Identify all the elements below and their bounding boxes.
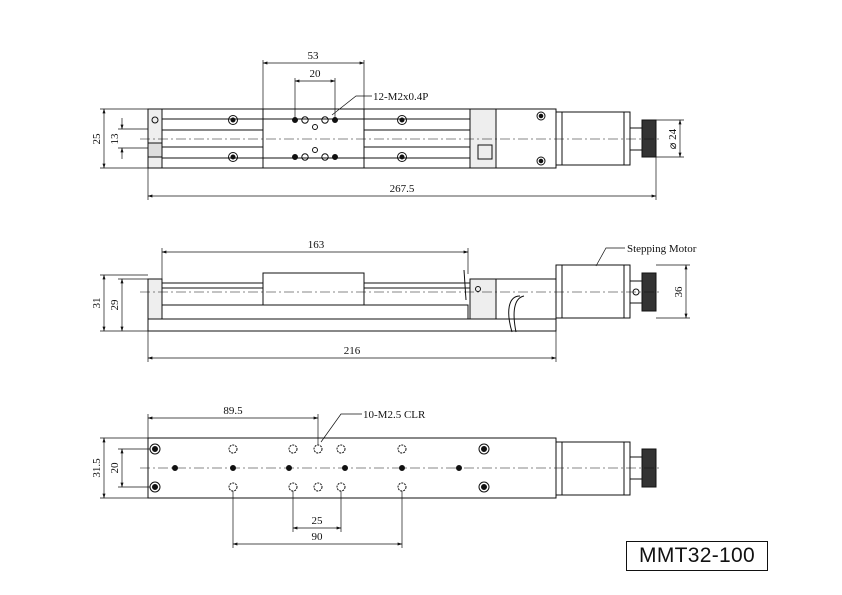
dim-top-height-outer: 25 [91, 133, 103, 145]
callout-bottom-holes: 10-M2.5 CLR [363, 409, 426, 421]
dim-side-motor-height: 36 [673, 286, 685, 298]
dim-top-carriage-width: 53 [308, 50, 320, 62]
callout-stepping-motor: Stepping Motor [627, 243, 697, 255]
dim-bottom-offset: 89.5 [223, 405, 243, 417]
model-number: MMT32-100 [639, 544, 755, 567]
callout-top-holes: 12-M2x0.4P [373, 91, 428, 103]
top-motor-mount [495, 108, 557, 169]
dim-side-base-length: 216 [344, 345, 361, 357]
top-view [140, 108, 660, 169]
dim-side-height-inner: 29 [109, 299, 121, 311]
top-motor [555, 111, 631, 166]
bottom-dim-labels: 89.5 10-M2.5 CLR 31.5 20 25 90 [91, 405, 426, 543]
side-view [140, 264, 660, 333]
bottom-view [140, 437, 660, 499]
top-left-endblock [147, 108, 163, 169]
bottom-holes [149, 443, 490, 493]
top-knob [641, 119, 657, 158]
dim-top-height-inner: 13 [109, 133, 121, 145]
top-screws [151, 111, 546, 166]
dim-bottom-pitch-large: 90 [312, 531, 324, 543]
dim-top-total-length: 267.5 [390, 183, 415, 195]
dim-bottom-height-inner: 20 [109, 462, 121, 474]
model-number-box: MMT32-100 [626, 541, 768, 571]
side-base [147, 318, 557, 332]
side-right-endblock [469, 278, 497, 320]
bottom-dimensions [100, 413, 403, 548]
dim-bottom-pitch-small: 25 [312, 515, 324, 527]
side-dimensions [100, 247, 690, 362]
side-dim-labels: 163 31 29 216 36 Stepping Motor [91, 239, 697, 357]
bottom-motor [555, 441, 631, 496]
side-left-endblock [147, 278, 163, 320]
dim-side-height-outer: 31 [91, 298, 103, 309]
dim-top-hole-spacing: 20 [310, 68, 322, 80]
dim-bottom-height-outer: 31.5 [91, 458, 103, 478]
top-carriage [262, 108, 365, 169]
top-dim-labels: 53 20 12-M2x0.4P 25 13 267.5 ⌀ 24 [91, 50, 679, 195]
side-carriage [262, 272, 365, 306]
dim-top-knob-diameter: ⌀ 24 [667, 128, 679, 149]
side-motor-mount [495, 278, 557, 320]
top-dimensions [100, 60, 684, 200]
dim-side-travel: 163 [308, 239, 325, 251]
side-motor [555, 264, 631, 319]
